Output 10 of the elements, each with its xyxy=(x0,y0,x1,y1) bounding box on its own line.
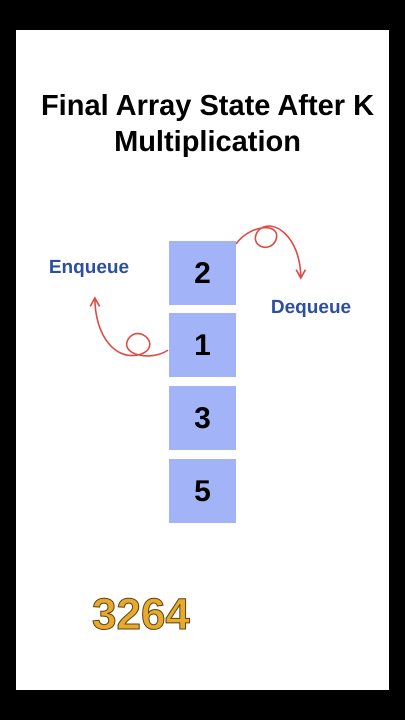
title: Final Array State After K Multiplication xyxy=(40,89,376,160)
queue-label: Enqueue xyxy=(40,254,138,282)
array-cell: 3 xyxy=(169,386,236,450)
curly-arrow xyxy=(235,225,306,279)
problem-number: 3264 xyxy=(92,589,190,641)
array-cell: 1 xyxy=(169,313,236,377)
queue-label: Dequeue xyxy=(260,294,362,322)
array-cell: 2 xyxy=(169,241,236,305)
curly-arrow xyxy=(90,297,168,357)
array-cell: 5 xyxy=(169,459,236,523)
